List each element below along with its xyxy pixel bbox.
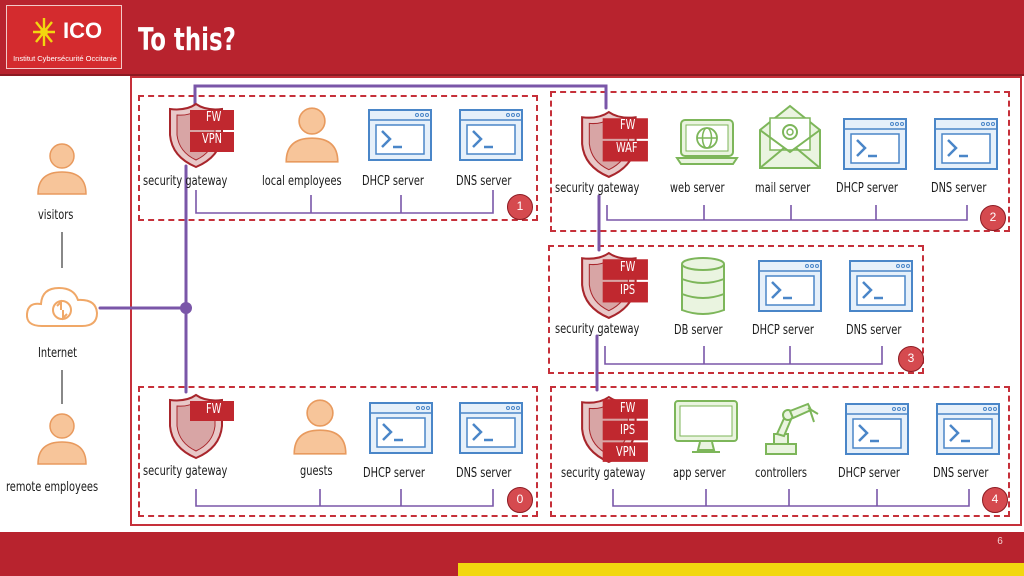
- slide-title: To this?: [138, 22, 236, 58]
- page-number: 6: [997, 536, 1003, 547]
- zone-4: [550, 386, 1010, 517]
- z4-item-label: DHCP server: [838, 466, 900, 481]
- z3-item-label: DB server: [674, 323, 723, 338]
- z1-z2-link: [193, 84, 608, 110]
- terminal-server-icon: [758, 260, 822, 312]
- z3-gateway-label: security gateway: [555, 322, 640, 337]
- fw-tag: IPS: [620, 283, 636, 298]
- backbone-junction: [180, 302, 192, 314]
- zone-number-badge: 4: [982, 487, 1008, 513]
- terminal-server-icon: [459, 402, 523, 454]
- visitors-label: visitors: [38, 208, 74, 223]
- z0-item-label: DHCP server: [363, 466, 425, 481]
- terminal-server-icon: [934, 118, 998, 170]
- fw-tag: IPS: [620, 423, 636, 438]
- zone-0: [138, 386, 538, 517]
- z3-item-label: DHCP server: [752, 323, 814, 338]
- zone-3: [548, 245, 924, 374]
- z2-item-label: DNS server: [931, 181, 987, 196]
- fw-tag: FW: [620, 401, 636, 416]
- remote-employees-label: remote employees: [6, 480, 99, 495]
- firewall-shield-icon: [169, 102, 234, 169]
- remote-employees-person-icon: [37, 413, 87, 465]
- terminal-server-icon: [936, 403, 1000, 455]
- fw-tag: VPN: [202, 132, 223, 147]
- firewall-shield-icon: [581, 251, 648, 320]
- firewall-shield-icon: [169, 393, 234, 460]
- z1-item-label: DHCP server: [362, 174, 424, 189]
- zone-number-badge: 0: [507, 487, 533, 513]
- z1-item-label: DNS server: [456, 174, 512, 189]
- z4-item-label: DNS server: [933, 466, 989, 481]
- zone-number-badge: 3: [898, 346, 924, 372]
- zone-number-badge: 1: [507, 194, 533, 220]
- robot-arm-controller-icon: [765, 402, 819, 455]
- z2-item-label: DHCP server: [836, 181, 898, 196]
- database-icon: [681, 257, 725, 315]
- fw-tag: FW: [620, 260, 636, 275]
- terminal-server-icon: [369, 402, 433, 454]
- web-server-globe-icon: [675, 119, 739, 165]
- header-bar: [0, 0, 1024, 74]
- visitors-person-icon: [37, 143, 87, 195]
- firewall-shield-icon: [581, 110, 648, 179]
- fw-tag: WAF: [616, 141, 638, 156]
- firewall-shield-icon: [581, 395, 648, 464]
- header-divider: [0, 74, 1024, 76]
- internet-label: Internet: [38, 346, 77, 361]
- z2-gateway-label: security gateway: [555, 181, 640, 196]
- z4-item-label: controllers: [755, 466, 807, 481]
- z0-item-label: DNS server: [456, 466, 512, 481]
- z0-gateway-label: security gateway: [143, 464, 228, 479]
- zone-1: [138, 95, 538, 221]
- guests-person-icon: [293, 399, 347, 455]
- z4-gateway-label: security gateway: [561, 466, 646, 481]
- zone-number-badge: 2: [980, 205, 1006, 231]
- z3-item-label: DNS server: [846, 323, 902, 338]
- z1-gateway-label: security gateway: [143, 174, 228, 189]
- terminal-server-icon: [843, 118, 907, 170]
- zone-2: [550, 91, 1010, 232]
- occitan-cross-icon: [33, 18, 55, 46]
- app-server-monitor-icon: [674, 400, 738, 453]
- fw-tag: FW: [206, 402, 222, 417]
- fw-tag: FW: [620, 118, 636, 133]
- ico-logo: ICO Institut Cybersécurité Occitanie: [6, 5, 122, 69]
- network-frame: [130, 76, 1022, 526]
- z2-item-label: mail server: [755, 181, 811, 196]
- terminal-server-icon: [459, 109, 523, 161]
- internet-cloud-icon: [25, 286, 99, 327]
- terminal-server-icon: [849, 260, 913, 312]
- footer-accent: [458, 563, 1024, 576]
- z0-item-label: guests: [300, 464, 333, 479]
- z2-item-label: web server: [670, 181, 725, 196]
- fw-tag: FW: [206, 110, 222, 125]
- terminal-server-icon: [845, 403, 909, 455]
- fw-tag: VPN: [616, 445, 637, 460]
- z1-item-label: local employees: [262, 174, 342, 189]
- z4-item-label: app server: [673, 466, 726, 481]
- terminal-server-icon: [368, 109, 432, 161]
- local-employees-person-icon: [285, 107, 339, 163]
- logo-subtitle: Institut Cybersécurité Occitanie: [13, 54, 117, 63]
- logo-text: ICO: [63, 18, 103, 43]
- mail-server-envelope-icon: [759, 104, 821, 169]
